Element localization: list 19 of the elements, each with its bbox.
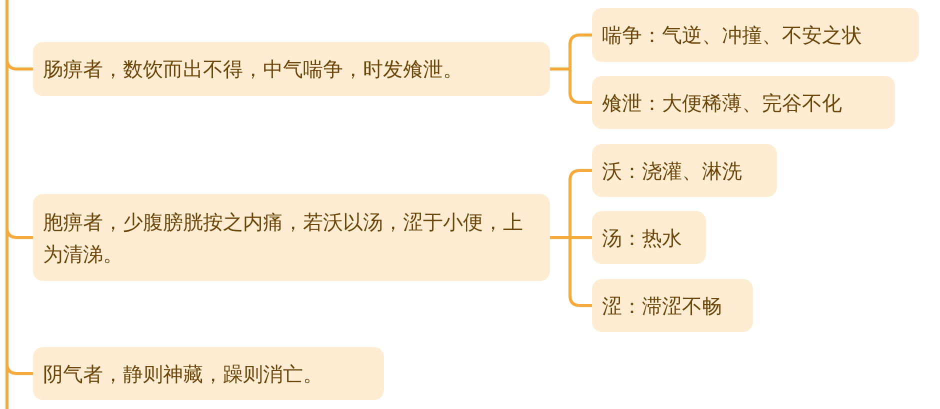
connector-line [6,0,33,375]
topic-box [33,42,550,96]
topic-box [592,8,919,62]
topic-text: 胞痹者，少腹膀胱按之内痛，若沃以汤，涩于小便，上为清涕。 [43,208,524,268]
topic-text: 飧泄：大便稀薄、完谷不化 [602,90,842,116]
topic-box [592,144,777,197]
topic-box [592,211,706,264]
topic-box [592,76,895,129]
topic-box [33,194,550,281]
topic-text: 肠痹者，数饮而出不得，中气喘争，时发飧泄。 [43,56,463,83]
topic-text: 喘争：气逆、冲撞、不安之状 [602,22,862,49]
topic-text: 阴气者，静则神藏，躁则消亡。 [43,360,323,388]
topic-box [33,347,384,400]
topic-box [592,279,753,332]
connector-line [548,68,594,104]
topic-text: 汤：热水 [602,224,682,252]
connector-line [548,236,594,307]
topic-text: 涩：滞涩不畅 [602,292,722,320]
topic-text: 沃：浇灌、淋洗 [602,158,742,184]
